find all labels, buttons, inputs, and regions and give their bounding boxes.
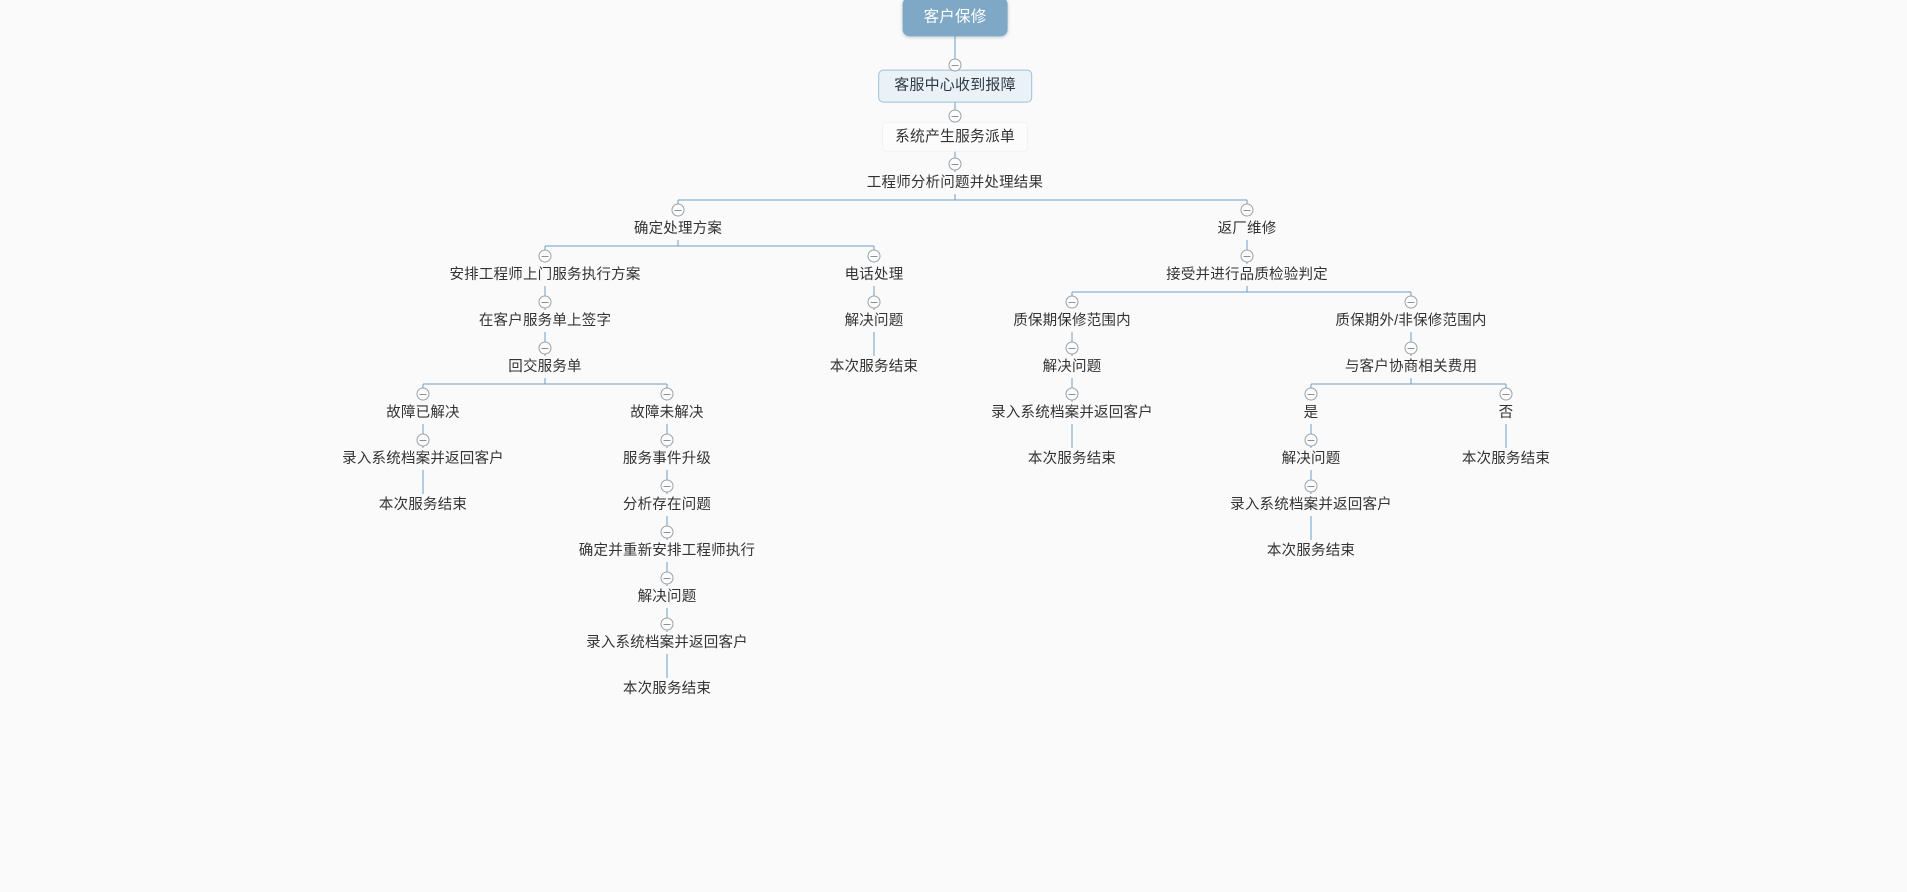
mindmap-node[interactable]: 解决问题	[637, 588, 697, 605]
collapse-minus-circle-icon[interactable]	[867, 295, 881, 309]
mindmap-node[interactable]: 安排工程师上门服务执行方案	[449, 266, 641, 283]
collapse-minus-circle-icon[interactable]	[948, 109, 962, 123]
mindmap-node[interactable]: 录入系统档案并返回客户	[1230, 496, 1392, 513]
collapse-minus-circle-icon[interactable]	[416, 433, 430, 447]
collapse-minus-circle-icon[interactable]	[948, 157, 962, 171]
mindmap-node[interactable]: 质保期外/非保修范围内	[1335, 312, 1487, 329]
mindmap-node[interactable]: 确定并重新安排工程师执行	[578, 542, 756, 559]
mindmap-node[interactable]: 确定处理方案	[633, 220, 723, 237]
mindmap-node[interactable]: 本次服务结束	[1461, 450, 1551, 467]
mindmap-node[interactable]: 客服中心收到报障	[878, 69, 1032, 103]
collapse-minus-circle-icon[interactable]	[1065, 341, 1079, 355]
collapse-minus-circle-icon[interactable]	[660, 571, 674, 585]
mindmap-node[interactable]: 否	[1498, 404, 1514, 421]
mindmap-node[interactable]: 本次服务结束	[622, 680, 712, 697]
collapse-minus-circle-icon[interactable]	[867, 249, 881, 263]
collapse-minus-circle-icon[interactable]	[1240, 203, 1254, 217]
mindmap-node[interactable]: 分析存在问题	[622, 496, 712, 513]
mindmap-node[interactable]: 解决问题	[1281, 450, 1341, 467]
mindmap-node[interactable]: 录入系统档案并返回客户	[342, 450, 504, 467]
collapse-minus-circle-icon[interactable]	[1065, 295, 1079, 309]
mindmap-node[interactable]: 返厂维修	[1217, 220, 1277, 237]
collapse-minus-circle-icon[interactable]	[1404, 341, 1418, 355]
mindmap-node[interactable]: 解决问题	[844, 312, 904, 329]
mindmap-node[interactable]: 质保期保修范围内	[1013, 312, 1131, 329]
mindmap-node[interactable]: 电话处理	[844, 266, 904, 283]
mindmap-node[interactable]: 在客户服务单上签字	[478, 312, 612, 329]
mindmap-root-node[interactable]: 客户保修	[902, 0, 1008, 37]
mindmap-node[interactable]: 录入系统档案并返回客户	[991, 404, 1153, 421]
collapse-minus-circle-icon[interactable]	[660, 479, 674, 493]
collapse-minus-circle-icon[interactable]	[416, 387, 430, 401]
mindmap-node[interactable]: 回交服务单	[508, 358, 582, 375]
mindmap-node[interactable]: 工程师分析问题并处理结果	[866, 174, 1044, 191]
collapse-minus-circle-icon[interactable]	[1304, 479, 1318, 493]
collapse-minus-circle-icon[interactable]	[671, 203, 685, 217]
mindmap-node[interactable]: 是	[1303, 404, 1319, 421]
collapse-minus-circle-icon[interactable]	[1304, 387, 1318, 401]
mindmap-node[interactable]: 本次服务结束	[829, 358, 919, 375]
mindmap-node[interactable]: 服务事件升级	[622, 450, 712, 467]
collapse-minus-circle-icon[interactable]	[948, 58, 962, 72]
collapse-minus-circle-icon[interactable]	[1404, 295, 1418, 309]
collapse-minus-circle-icon[interactable]	[660, 387, 674, 401]
collapse-minus-circle-icon[interactable]	[538, 341, 552, 355]
mindmap-node[interactable]: 本次服务结束	[1266, 542, 1356, 559]
mindmap-node[interactable]: 系统产生服务派单	[882, 121, 1028, 153]
mindmap-node[interactable]: 接受并进行品质检验判定	[1166, 266, 1328, 283]
collapse-minus-circle-icon[interactable]	[660, 433, 674, 447]
mindmap-node[interactable]: 故障已解决	[386, 404, 460, 421]
collapse-minus-circle-icon[interactable]	[1304, 433, 1318, 447]
collapse-minus-circle-icon[interactable]	[538, 249, 552, 263]
mindmap-node[interactable]: 故障未解决	[630, 404, 704, 421]
collapse-minus-circle-icon[interactable]	[1065, 387, 1079, 401]
collapse-minus-circle-icon[interactable]	[660, 525, 674, 539]
collapse-minus-circle-icon[interactable]	[1240, 249, 1254, 263]
collapse-minus-circle-icon[interactable]	[538, 295, 552, 309]
mindmap-node[interactable]: 本次服务结束	[378, 496, 468, 513]
collapse-minus-circle-icon[interactable]	[1499, 387, 1513, 401]
mindmap-node[interactable]: 与客户协商相关费用	[1344, 358, 1478, 375]
collapse-minus-circle-icon[interactable]	[660, 617, 674, 631]
mindmap-node[interactable]: 录入系统档案并返回客户	[586, 634, 748, 651]
mindmap-node[interactable]: 本次服务结束	[1027, 450, 1117, 467]
mindmap-node[interactable]: 解决问题	[1042, 358, 1102, 375]
